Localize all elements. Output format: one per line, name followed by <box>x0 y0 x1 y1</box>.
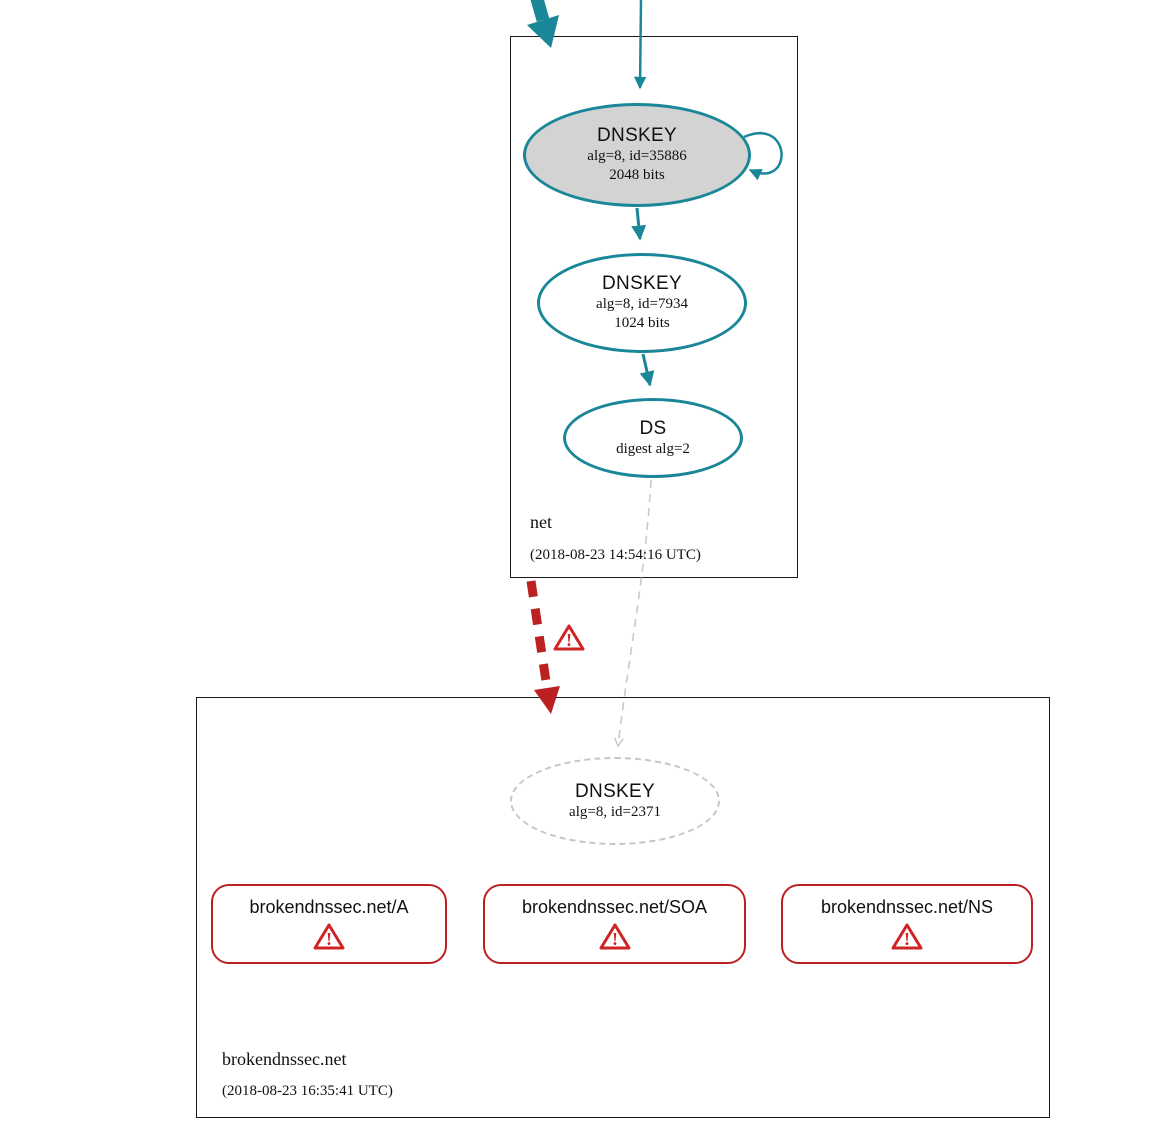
svg-text:!: ! <box>326 929 332 949</box>
rrset-label: brokendnssec.net/SOA <box>521 897 708 917</box>
node-dnskey-broken: DNSKEY alg=8, id=2371 <box>510 757 720 845</box>
warning-icon: ! <box>313 923 345 950</box>
node-detail: alg=8, id=2371 <box>569 803 661 820</box>
node-title: DNSKEY <box>575 780 655 802</box>
edge-parent-thick <box>530 0 550 22</box>
zone-timestamp-brokendnssec-net: (2018-08-23 16:35:41 UTC) <box>222 1083 393 1099</box>
rrset-ns: brokendnssec.net/NS ! <box>781 884 1033 964</box>
node-title: DNSKEY <box>602 273 682 295</box>
svg-text:!: ! <box>904 929 910 949</box>
node-detail: digest alg=2 <box>616 440 690 457</box>
node-dnskey-ksk: DNSKEY alg=8, id=35886 2048 bits <box>523 103 751 207</box>
rrset-label: brokendnssec.net/A <box>249 897 409 917</box>
zone-label-brokendnssec-net: brokendnssec.net <box>222 1049 347 1069</box>
node-detail: alg=8, id=35886 <box>587 148 687 165</box>
delegation-warning: ! <box>553 623 585 652</box>
node-bits: 1024 bits <box>614 314 670 331</box>
svg-text:!: ! <box>566 630 572 650</box>
zone-timestamp-net: (2018-08-23 14:54:16 UTC) <box>530 547 701 563</box>
warning-icon: ! <box>553 624 585 651</box>
node-ds: DS digest alg=2 <box>563 398 743 478</box>
zone-label-net: net <box>530 512 552 532</box>
node-bits: 2048 bits <box>609 166 665 183</box>
svg-text:!: ! <box>612 929 618 949</box>
rrset-label: brokendnssec.net/NS <box>820 897 994 917</box>
rrset-a: brokendnssec.net/A ! <box>211 884 447 964</box>
node-dnskey-zsk: DNSKEY alg=8, id=7934 1024 bits <box>537 253 747 353</box>
rrset-soa: brokendnssec.net/SOA ! <box>483 884 746 964</box>
warning-icon: ! <box>891 923 923 950</box>
node-title: DS <box>639 417 667 439</box>
warning-icon: ! <box>599 923 630 950</box>
node-detail: alg=8, id=7934 <box>596 296 688 313</box>
node-title: DNSKEY <box>597 125 677 147</box>
edge-bogus-delegation <box>526 580 552 689</box>
